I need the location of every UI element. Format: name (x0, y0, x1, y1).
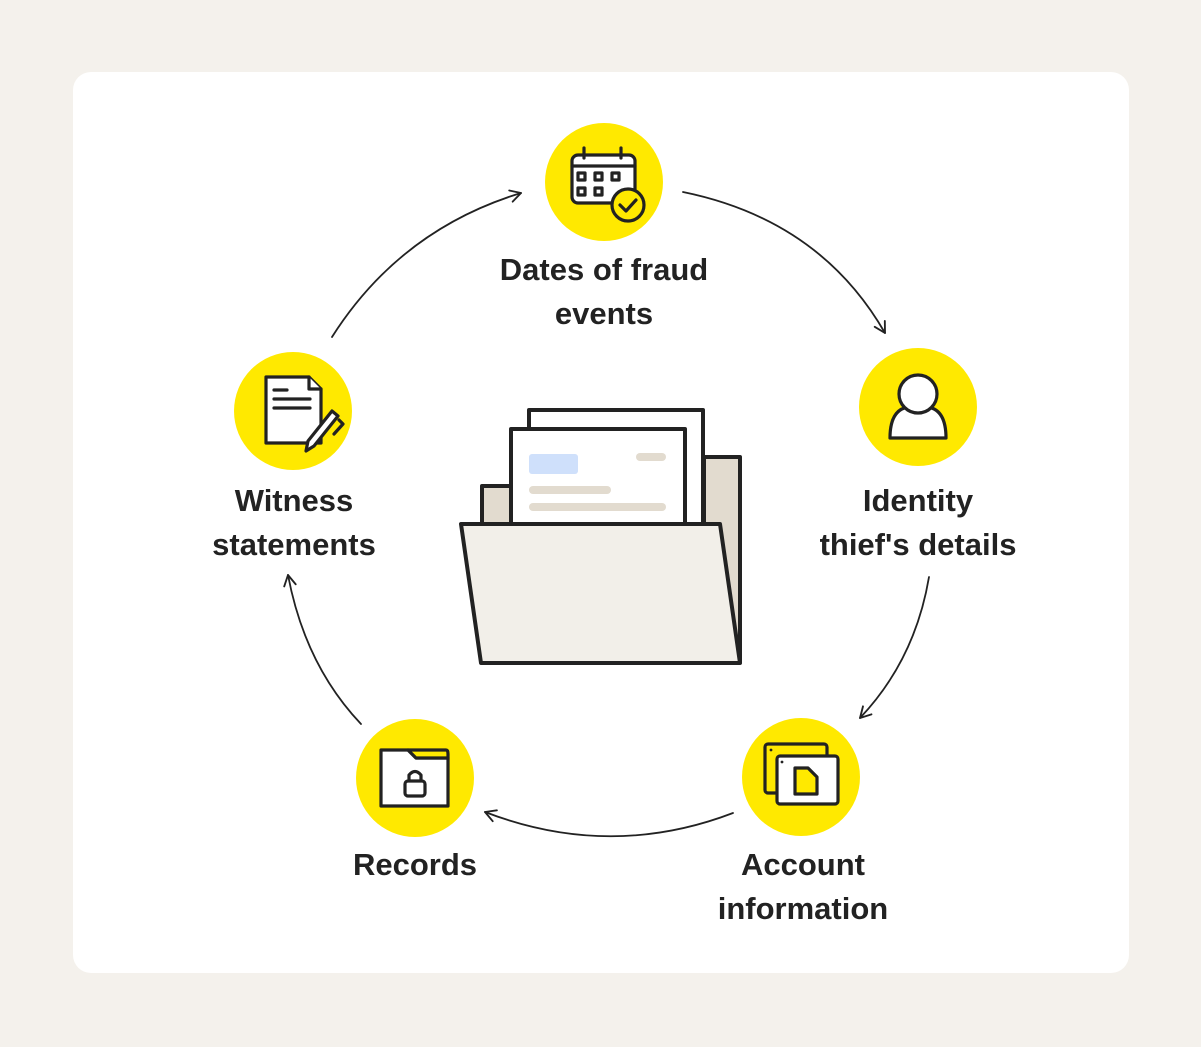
node-label-witness: Witness statements (212, 479, 376, 567)
document-front (509, 427, 687, 531)
node-label-records: Records (353, 843, 477, 887)
arrow-account-to-records (484, 809, 734, 838)
document-blue-block (529, 454, 578, 474)
arrow-records-to-witness (283, 574, 362, 725)
node-identity (859, 348, 977, 466)
node-records (356, 719, 474, 837)
arrow-dates-to-identity (682, 191, 886, 334)
node-label-identity: Identity thief's details (820, 479, 1017, 567)
calendar-check-icon (570, 146, 646, 223)
label-line: information (717, 891, 889, 926)
label-line: statements (212, 527, 376, 562)
windows-document-icon (763, 742, 840, 806)
label-line: Identity (862, 483, 974, 518)
label-line: events (554, 296, 654, 331)
locked-folder-icon (379, 748, 450, 808)
label-line: Records (352, 847, 478, 882)
node-witness (234, 352, 352, 470)
label-line: thief's details (819, 527, 1017, 562)
center-folder-illustration (459, 408, 742, 665)
node-label-account: Account information (718, 843, 889, 931)
arrow-identity-to-account (859, 576, 930, 719)
label-line: Account (741, 847, 865, 882)
document-line (636, 453, 666, 461)
document-pen-icon (264, 375, 345, 453)
node-label-dates: Dates of fraud events (500, 248, 708, 336)
document-line (529, 486, 611, 494)
user-icon (888, 373, 948, 440)
node-account (742, 718, 860, 836)
document-line (529, 503, 666, 511)
label-line: Witness (234, 483, 354, 518)
arrow-witness-to-dates (331, 189, 522, 338)
node-dates (545, 123, 663, 241)
label-line: Dates of fraud (499, 252, 709, 287)
folder-front (459, 522, 742, 665)
